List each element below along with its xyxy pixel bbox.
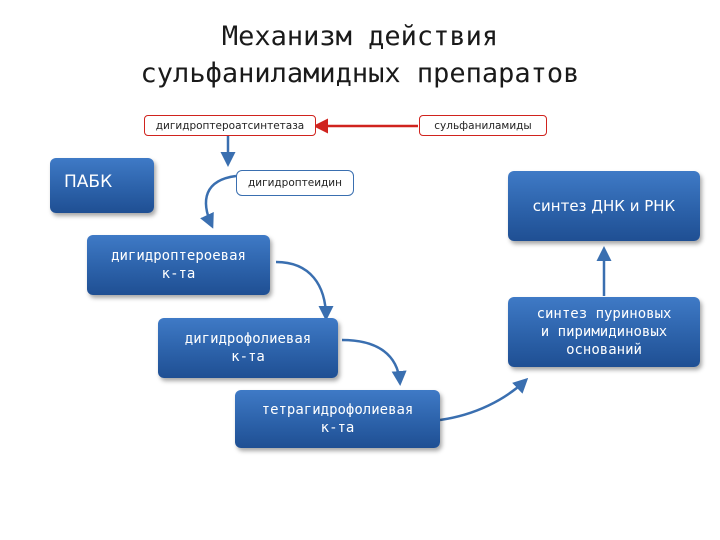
sulfonamides-box: сульфаниламиды bbox=[419, 115, 547, 136]
dihydrofolic-acid-box: дигидрофолиевая к-та bbox=[158, 318, 338, 378]
dihydropteroic-acid-line-2: к-та bbox=[161, 266, 196, 282]
dna-rna-synthesis-box: синтез ДНК и РНК bbox=[508, 171, 700, 241]
slide-title: Механизм действия сульфаниламидных препа… bbox=[0, 18, 720, 92]
dna-rna-synthesis-label: синтез ДНК и РНК bbox=[532, 197, 676, 215]
dihydropteroic-acid-line-1: дигидроптероевая bbox=[111, 248, 246, 264]
purine-synthesis-line-3: оснований bbox=[566, 342, 642, 358]
paba-label: ПАБК bbox=[64, 172, 113, 192]
purine-synthesis-box: синтез пуриновых и пиримидиновых основан… bbox=[508, 297, 700, 367]
dihydropteroic-acid-box: дигидроптероевая к-та bbox=[87, 235, 270, 295]
tetrahydrofolic-to-purine-arrow bbox=[439, 377, 529, 422]
dihydropteridine-to-dihydropteroic-arrow bbox=[200, 174, 237, 229]
dihydrofolic-acid-line-1: дигидрофолиевая bbox=[184, 331, 312, 347]
title-line-1: Механизм действия bbox=[221, 21, 499, 52]
title-line-2: сульфаниламидных препаратов bbox=[140, 58, 580, 89]
tetrahydrofolic-acid-box: тетрагидрофолиевая к-та bbox=[235, 390, 440, 448]
enzyme-box: дигидроптероатсинтетаза bbox=[144, 115, 316, 136]
dihydrofolic-acid-line-2: к-та bbox=[231, 349, 265, 365]
paba-box: ПАБК bbox=[50, 158, 154, 213]
tetrahydrofolic-acid-line-2: к-та bbox=[320, 420, 355, 436]
dihydropteridine-label: дигидроптеидин bbox=[248, 177, 342, 189]
sulfonamides-label: сульфаниламиды bbox=[434, 119, 532, 132]
dihydrofolic-to-tetrahydrofolic-arrow bbox=[341, 338, 407, 386]
dihydropteroic-to-dihydrofolic-arrow bbox=[275, 260, 334, 321]
enzyme-label: дигидроптероатсинтетаза bbox=[155, 119, 305, 132]
tetrahydrofolic-acid-line-1: тетрагидрофолиевая bbox=[261, 402, 414, 418]
purine-synthesis-line-2: и пиримидиновых bbox=[540, 324, 668, 340]
dihydropteridine-box: дигидроптеидин bbox=[236, 170, 354, 196]
purine-synthesis-line-1: синтез пуриновых bbox=[536, 306, 672, 322]
